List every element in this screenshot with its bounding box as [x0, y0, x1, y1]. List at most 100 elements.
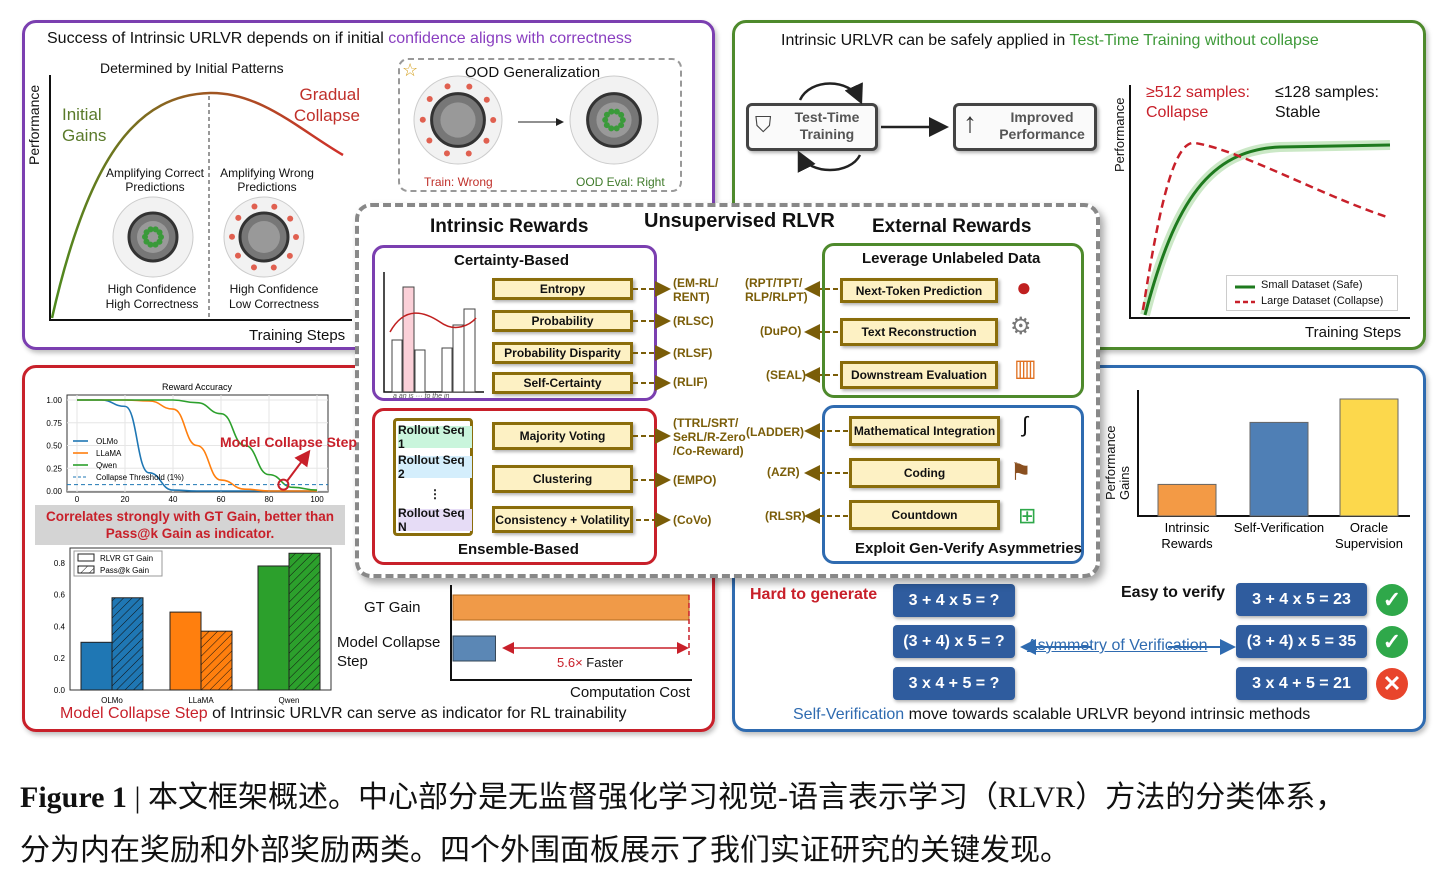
bl-mcs-label: Model Collapse Step [337, 634, 441, 670]
tl-subtitle: Determined by Initial Patterns [100, 60, 284, 76]
method-refs: (RLSC) [673, 314, 714, 328]
bar-passk-hatch [112, 597, 143, 690]
ttt-box [746, 103, 878, 151]
improved-box [953, 103, 1097, 151]
category-label: Self-Verification [1234, 520, 1324, 535]
legend-safe: Small Dataset (Safe) [1261, 279, 1363, 291]
method-next-token-prediction: Next-Token Prediction [840, 278, 998, 303]
ood-train-target-icon-dot [483, 137, 490, 144]
ood-train-wrong: Train: Wrong [424, 175, 493, 189]
series-line-qwen [77, 399, 318, 491]
histogram-bar [441, 347, 453, 393]
histogram-bar [414, 349, 426, 393]
target-wrong-icon-dot [270, 264, 277, 271]
tl-title-highlight: confidence aligns with correctness [388, 30, 632, 47]
y-tick-label: 1.00 [46, 396, 62, 405]
legend-collapse: Large Dataset (Collapse) [1261, 295, 1384, 307]
ood-eval-target-icon-dot [618, 122, 625, 129]
cycle-arrow-bottom [797, 150, 862, 173]
target-wrong-icon-inner [248, 221, 280, 253]
method-refs: (EM-RL/ RENT) [673, 276, 719, 304]
target-wrong-icon-dot [251, 203, 258, 210]
method-majority-voting: Majority Voting [492, 422, 633, 450]
tl-title-prefix: Success of Intrinsic URLVR depends on if… [47, 30, 384, 47]
rollout-seq-2: Rollout Seq 2 [398, 453, 472, 481]
reward-chart-frame [66, 394, 329, 493]
ood-train-target-icon-dot [419, 116, 426, 123]
ood-eval-target-icon-dot [608, 108, 615, 115]
histogram-bar [391, 339, 403, 393]
tl-gradual-collapse: Gradual Collapse [293, 85, 360, 125]
br-bottom-text: Self-Verification move towards scalable … [793, 706, 1310, 724]
legend-swatch [77, 553, 95, 562]
method-countdown: Countdown [849, 500, 1000, 530]
method-mathematical-integration: Mathematical Integration [849, 416, 1000, 446]
y-tick-label: 0.50 [46, 442, 62, 451]
legend-swatch [77, 565, 95, 574]
target-wrong-icon-dot [229, 233, 236, 240]
category-label: Rewards [1161, 536, 1213, 551]
tl-amp-correct: Amplifying Correct Predictions [105, 166, 205, 194]
unlabeled-title: Leverage Unlabeled Data [862, 250, 1041, 267]
target-correct-icon-dot [152, 241, 159, 248]
x-tick-label: Qwen [279, 696, 300, 705]
caption-sep: | [134, 781, 141, 814]
tr-safe-curve [1143, 143, 1391, 316]
tr-xlabel: Training Steps [1305, 324, 1402, 341]
ood-train-target-icon-dot [444, 83, 451, 90]
legend-label: Pass@k Gain [100, 566, 149, 575]
tr-stable-samples: ≤128 samples: [1275, 84, 1379, 101]
evaluation-chart-icon: ▥ [1014, 355, 1037, 382]
tl-hc-lc: High Confidence Low Correctness [228, 282, 320, 311]
ood-eval-right: OOD Eval: Right [576, 175, 665, 189]
problem-box: 3 + 4 x 5 = ? [893, 584, 1015, 617]
unlabeled-box [822, 243, 1084, 398]
tl-amp-wrong: Amplifying Wrong Predictions [220, 166, 314, 194]
ood-eval-target-icon-dot [613, 108, 620, 115]
ood-box [398, 58, 682, 192]
tl-xlabel: Training Steps [249, 327, 346, 344]
check-icon: ✓ [1376, 626, 1408, 658]
problem-box: (3 + 4) x 5 = ? [893, 625, 1015, 658]
method-probability-disparity: Probability Disparity [492, 342, 633, 364]
target-wrong-icon-dot [286, 252, 293, 259]
target-wrong-icon-dot [235, 214, 242, 221]
tr-safe-band [1140, 140, 1391, 317]
collapse-marker [277, 478, 290, 491]
bl-bottom-highlight: Model Collapse Step [60, 705, 208, 722]
caption-line-2: 分为内在奖励和外部奖励两类。四个外围面板展示了我们实证研究的关键发现。 [20, 834, 1070, 867]
reconstruction-icon: ⚙ [1010, 313, 1032, 340]
ood-eval-target-icon-dot [619, 117, 626, 123]
br-easy-label: Easy to verify [1121, 584, 1226, 601]
tl-performance-curve [50, 91, 344, 319]
histogram-bar [452, 324, 465, 393]
integral-icon: ∫ [1022, 412, 1029, 437]
certainty-title: Certainty-Based [454, 252, 570, 269]
ood-eval-target-icon-dot [608, 125, 615, 132]
x-tick-label: 0 [75, 495, 80, 504]
ood-title: OOD Generalization [465, 64, 601, 81]
intrinsic-heading: Intrinsic Rewards [430, 216, 589, 237]
method-refs: (RLSF) [673, 346, 713, 360]
legend-label: Collapse Threshold (1%) [96, 473, 184, 482]
ood-train-target-icon-dot [490, 117, 497, 123]
legend-label: RLVR GT Gain [100, 554, 153, 563]
ood-eval-target-icon-dot [603, 111, 610, 118]
legend-label: OLMo [96, 437, 118, 446]
ttt-label: Test-Time Training [794, 109, 860, 142]
check-icon: ✓ [1376, 584, 1408, 616]
x-tick-label: 80 [265, 495, 274, 504]
method-clustering: Clustering [492, 465, 633, 493]
arrow-up-icon: ↑ [963, 107, 977, 138]
target-wrong-icon-dot [271, 203, 278, 210]
bl-faster: 5.6× Faster [557, 655, 623, 670]
method-self-certainty: Self-Certainty [492, 372, 633, 394]
tr-title-prefix: Intrinsic URLVR can be safely applied in [781, 32, 1066, 49]
target-wrong-icon-dot [250, 264, 257, 271]
bl-bottom-text: Model Collapse Step of Intrinsic URLVR c… [60, 705, 626, 723]
ood-eval-target-icon-dot [613, 125, 620, 132]
category-label: Supervision [1335, 536, 1403, 551]
bar-intrinsic-rewards [1157, 483, 1217, 517]
calculator-icon: ⊞ [1018, 503, 1037, 528]
target-wrong-icon-dot [287, 215, 294, 222]
